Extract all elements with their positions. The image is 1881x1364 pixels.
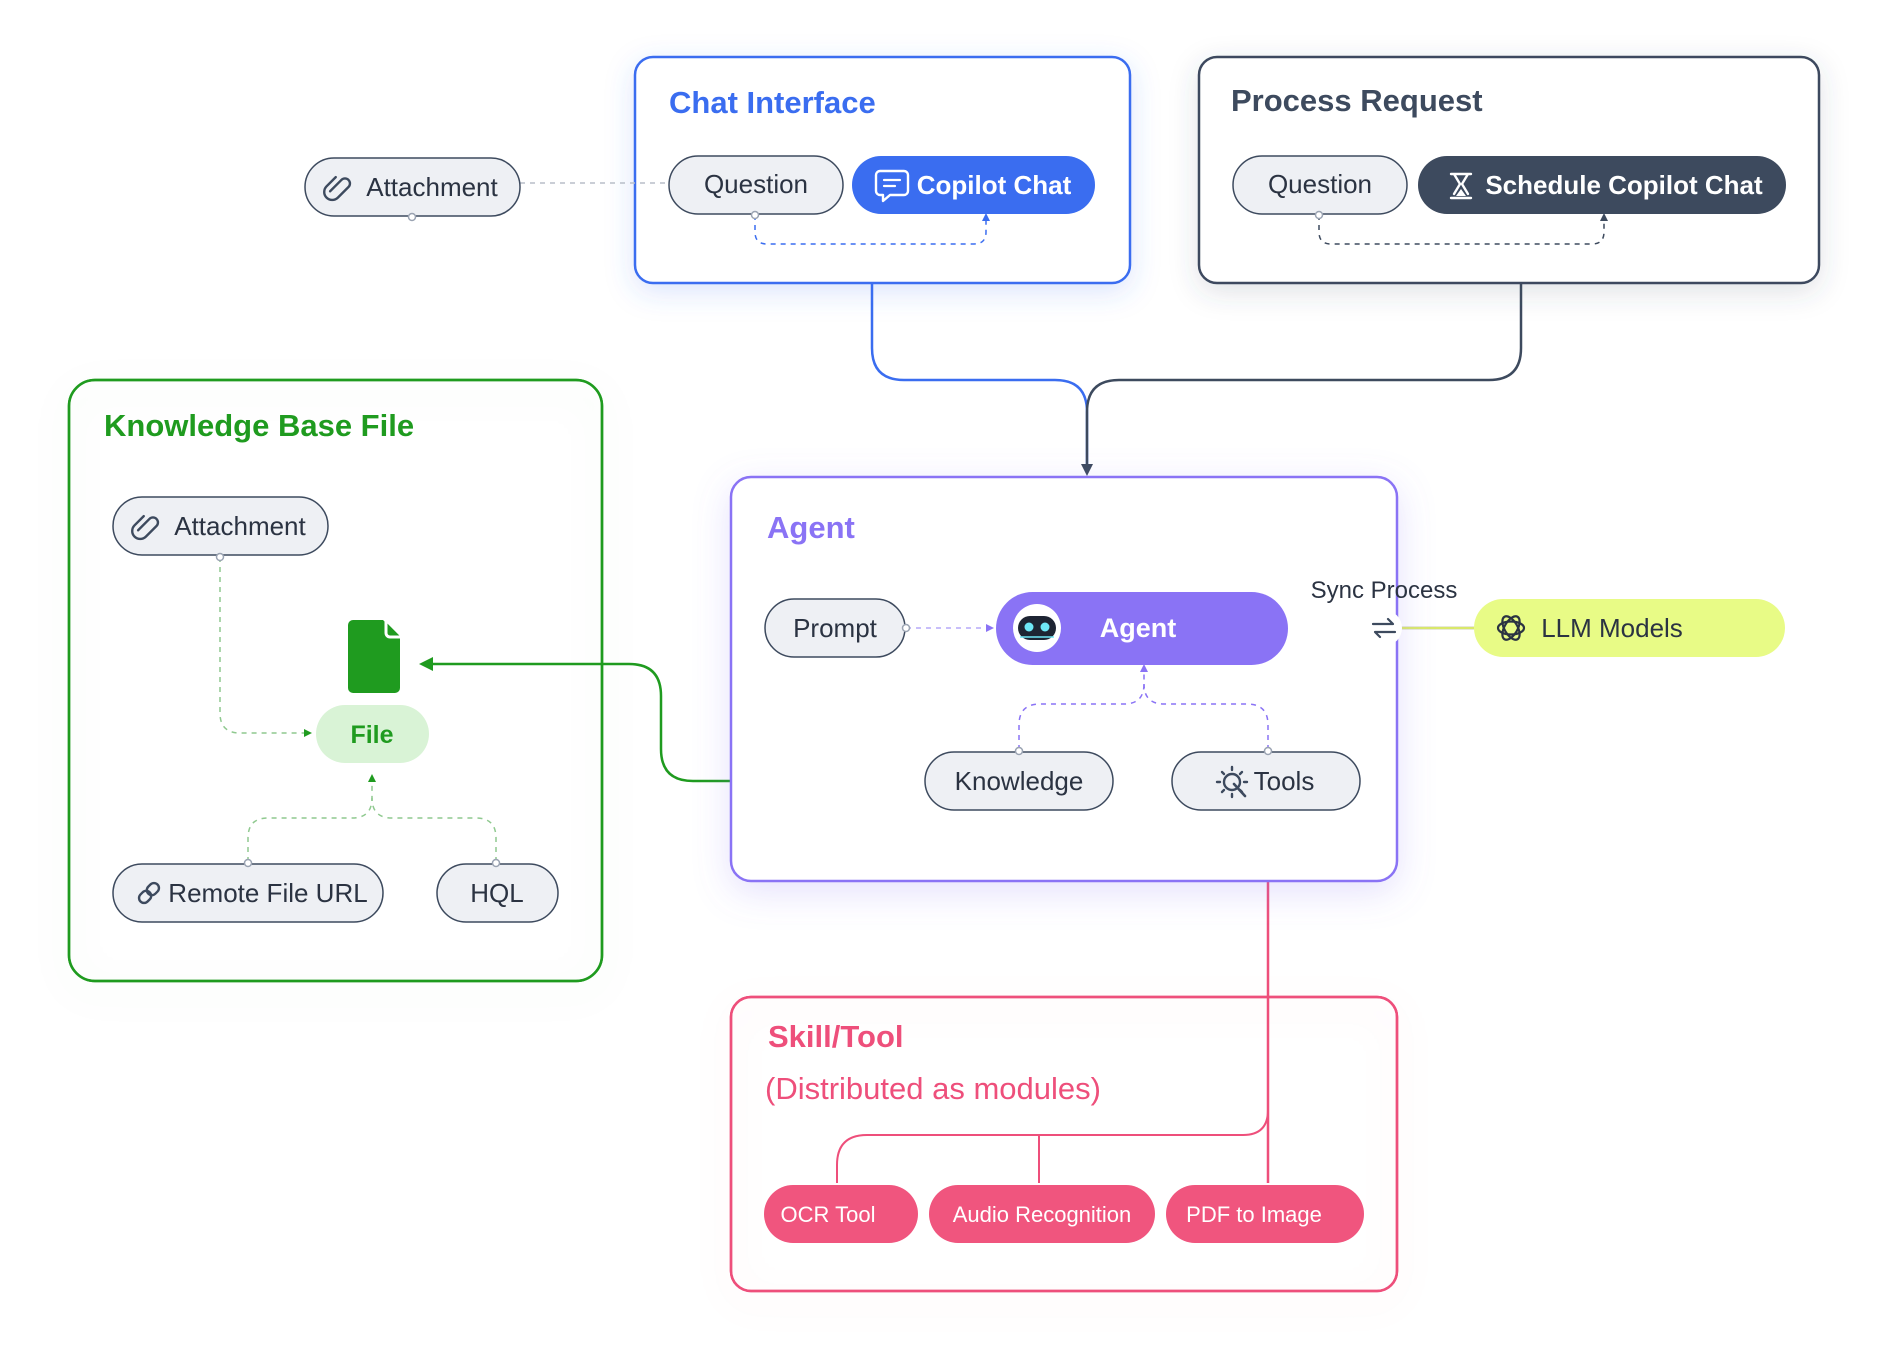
process-request-box: Process Request Question Schedule Copilo… (1197, 55, 1821, 285)
knowledge-to-file-connector (419, 657, 925, 783)
ocr-tool-pill[interactable]: OCR Tool (764, 1185, 918, 1243)
llm-models-node[interactable]: LLM Models (1474, 599, 1785, 657)
chat-question-pill[interactable]: Question (668, 155, 844, 220)
external-attachment-label: Attachment (366, 172, 498, 202)
remote-file-url-pill[interactable]: Remote File URL (112, 858, 384, 923)
knowledge-to-agent-link (1018, 664, 1148, 750)
question-to-copilot-link (754, 213, 990, 245)
tools-to-agent-link (1143, 683, 1269, 750)
chat-bubble-icon (874, 169, 910, 203)
pdf-to-image-pill[interactable]: PDF to Image (1166, 1185, 1364, 1243)
tools-label: Tools (1254, 766, 1315, 796)
kb-attachment-label: Attachment (174, 511, 306, 541)
knowledge-pill[interactable]: Knowledge (924, 746, 1114, 811)
audio-recognition-pill[interactable]: Audio Recognition (929, 1185, 1155, 1243)
hql-to-file-link (371, 797, 497, 862)
kb-attachment-pill[interactable]: Attachment (112, 496, 329, 562)
openai-icon (1496, 615, 1526, 641)
tools-pill[interactable]: Tools (1171, 746, 1361, 811)
agent-node[interactable]: Agent (996, 592, 1288, 665)
question-to-schedule-link (1318, 213, 1608, 245)
knowledge-base-box: Knowledge Base File Attachment File (67, 378, 604, 983)
process-question-pill[interactable]: Question (1232, 155, 1408, 220)
pdf-to-image-label: PDF to Image (1186, 1202, 1322, 1227)
schedule-copilot-chat-label: Schedule Copilot Chat (1485, 170, 1763, 200)
prompt-label: Prompt (793, 613, 878, 643)
remote-url-to-file-link (247, 774, 376, 862)
chat-interface-box: Chat Interface Question Copilot Chat (633, 55, 1132, 285)
llm-models-label: LLM Models (1541, 613, 1683, 643)
robot-icon (1013, 604, 1061, 652)
process-question-label: Question (1268, 169, 1372, 199)
hql-pill[interactable]: HQL (436, 858, 559, 923)
ocr-tool-label: OCR Tool (781, 1202, 876, 1227)
process-to-agent-connector (1081, 283, 1523, 476)
process-request-title: Process Request (1231, 83, 1483, 118)
chat-to-agent-connector (870, 283, 1089, 468)
copilot-chat-button[interactable]: Copilot Chat (852, 156, 1095, 214)
paperclip-icon (131, 514, 160, 541)
gear-wrench-icon (1215, 765, 1249, 799)
skill-tool-title: Skill/Tool (768, 1019, 904, 1054)
external-attachment-pill[interactable]: Attachment (304, 157, 521, 222)
file-label: File (350, 721, 393, 749)
agent-box: Agent Prompt Agent Knowledge (729, 475, 1399, 883)
file-icon (348, 616, 407, 693)
audio-recognition-label: Audio Recognition (953, 1202, 1132, 1227)
hql-label: HQL (470, 878, 523, 908)
copilot-chat-label: Copilot Chat (917, 170, 1072, 200)
file-node[interactable]: File (316, 705, 429, 763)
agent-label: Agent (1100, 613, 1177, 643)
link-icon (137, 881, 161, 905)
knowledge-label: Knowledge (955, 766, 1084, 796)
skill-bus-connector (836, 1109, 1269, 1183)
chat-question-label: Question (704, 169, 808, 199)
sync-icon (1366, 610, 1402, 646)
agent-box-title: Agent (767, 510, 855, 545)
paperclip-icon (323, 175, 352, 202)
skill-tool-box: Skill/Tool (Distributed as modules) OCR … (729, 995, 1399, 1293)
kb-attachment-to-file-link (219, 557, 312, 737)
sync-process-label: Sync Process (1311, 577, 1458, 604)
schedule-copilot-chat-button[interactable]: Schedule Copilot Chat (1418, 156, 1786, 214)
knowledge-base-title: Knowledge Base File (104, 408, 414, 443)
prompt-pill[interactable]: Prompt (764, 598, 911, 658)
skill-tool-subtitle: (Distributed as modules) (765, 1071, 1101, 1106)
hourglass-icon (1449, 172, 1473, 200)
chat-interface-title: Chat Interface (669, 85, 876, 120)
remote-file-url-label: Remote File URL (168, 878, 367, 908)
